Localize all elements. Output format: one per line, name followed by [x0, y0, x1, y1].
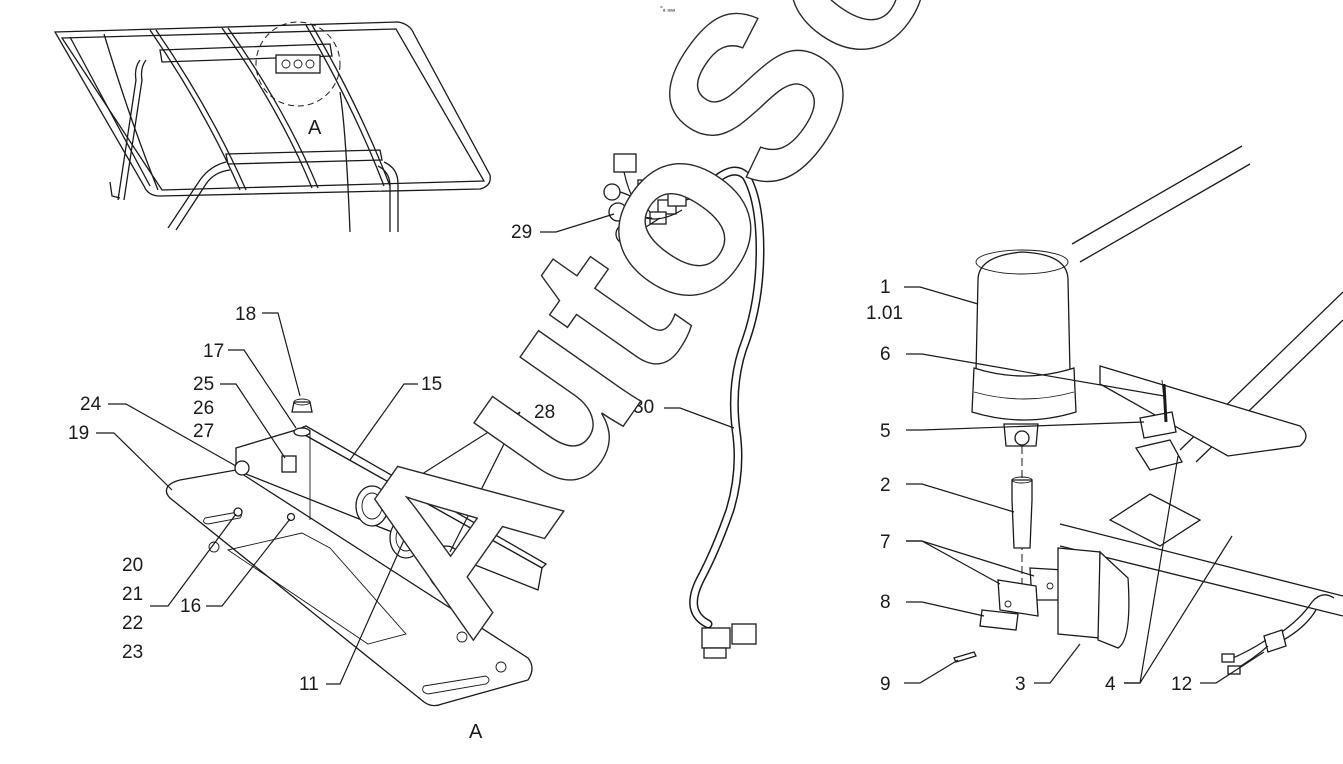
- beacon-assembly: [953, 145, 1343, 675]
- watermark-text: AutoSoft: [296, 0, 1080, 674]
- beacon-leaders: [904, 286, 1265, 684]
- label-8: 8: [880, 592, 891, 613]
- label-25: 25: [193, 374, 214, 395]
- part-labels: 18 17 25 26 27 24 19 15 28 20 21 22 23 1…: [68, 222, 1192, 695]
- label-6: 6: [880, 344, 891, 365]
- label-23: 23: [122, 642, 143, 663]
- label-26: 26: [193, 398, 214, 419]
- leader-29: [540, 213, 615, 233]
- label-1-01: 1.01: [866, 303, 903, 324]
- label-7: 7: [880, 532, 891, 553]
- leader-30: [664, 407, 735, 429]
- cab-frame-overview: [53, 21, 491, 233]
- label-1: 1: [880, 277, 891, 298]
- label-17: 17: [203, 341, 224, 362]
- detail-callout-a: A: [308, 117, 322, 139]
- label-21: 21: [122, 584, 143, 605]
- label-5: 5: [880, 421, 891, 442]
- label-20: 20: [122, 555, 143, 576]
- label-9: 9: [880, 674, 891, 695]
- label-22: 22: [122, 613, 143, 634]
- detail-caption-a: A: [469, 721, 483, 743]
- label-30: 30: [633, 397, 654, 418]
- detail-a-leaders: [96, 312, 521, 685]
- label-16: 16: [180, 596, 201, 617]
- label-19: 19: [68, 423, 89, 444]
- wiring-harness: [603, 153, 765, 659]
- label-11: 11: [299, 674, 319, 695]
- label-28: 28: [534, 402, 555, 423]
- mounting-plate-detail: [165, 398, 548, 707]
- label-12: 12: [1171, 674, 1192, 695]
- label-24: 24: [80, 394, 102, 415]
- label-4: 4: [1105, 674, 1116, 695]
- label-27: 27: [193, 421, 214, 442]
- label-15: 15: [421, 374, 442, 395]
- label-3: 3: [1015, 674, 1026, 695]
- label-2: 2: [880, 475, 891, 496]
- label-18: 18: [235, 304, 256, 325]
- top-mark: °ₐ ₐₐₐ: [660, 5, 676, 13]
- label-29: 29: [511, 222, 532, 243]
